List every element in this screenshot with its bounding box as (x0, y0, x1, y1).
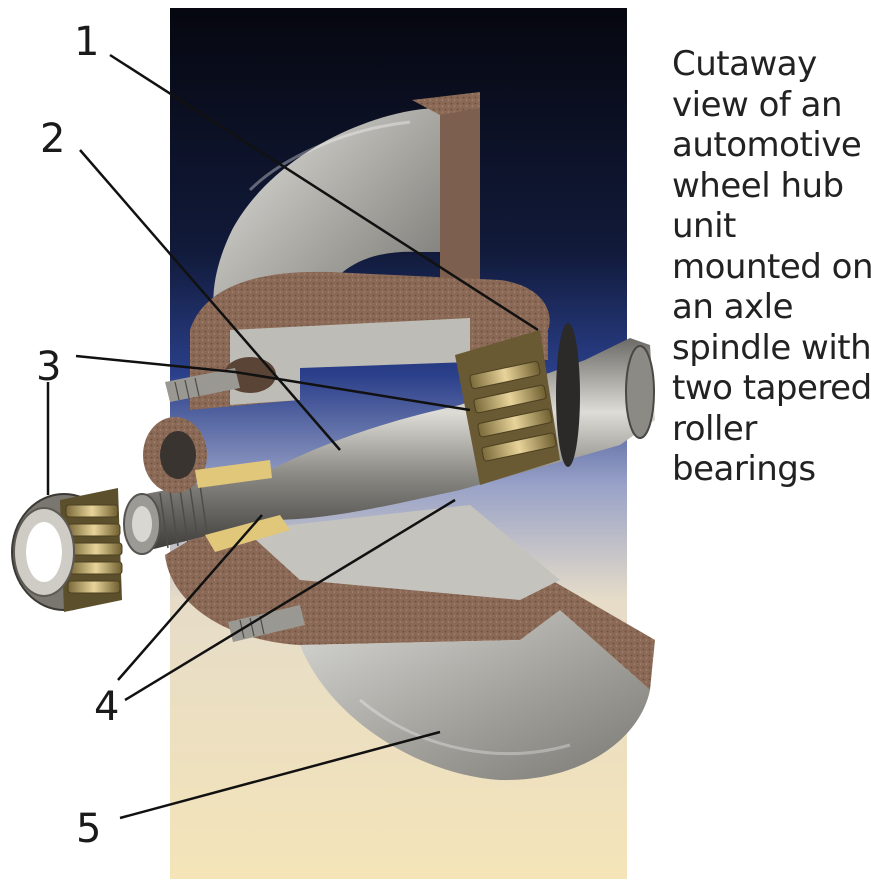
leader-line-3a (75, 354, 236, 374)
caption-line: bearings (672, 449, 816, 489)
wheel-stud-upper (165, 368, 240, 402)
callout-5: 5 (76, 806, 101, 852)
leader-line-4b (124, 498, 456, 702)
caption-line: automotive (672, 125, 862, 165)
leader-line-2 (79, 149, 341, 451)
callout-4: 4 (94, 684, 119, 730)
leader-line-1 (109, 53, 539, 332)
callout-3: 3 (36, 344, 61, 390)
figure-caption: Cutaway view of an automotive wheel hub … (672, 44, 871, 490)
caption-line: wheel hub (672, 165, 844, 206)
caption-line: an axle (672, 287, 794, 327)
callout-2: 2 (40, 116, 65, 162)
caption-line: spindle with (672, 327, 871, 368)
caption-line: Cutaway (672, 44, 817, 84)
brake-disc-lower (300, 585, 655, 781)
leader-line-4a (117, 514, 263, 681)
callout-1: 1 (74, 19, 99, 65)
hub-casting-upper (190, 271, 550, 410)
outer-tapered-bearing-separate (11, 488, 123, 612)
caption-line: mounted on (672, 246, 871, 287)
leader-line-5 (119, 730, 441, 820)
caption-line: view of an (672, 84, 843, 125)
outer-bearing-seat (143, 417, 272, 493)
leader-line-3b (234, 370, 471, 412)
caption-line: two tapered (672, 368, 871, 408)
inner-tapered-bearing (455, 323, 580, 485)
caption-line: roller (672, 408, 757, 449)
caption-line: unit (672, 206, 736, 246)
